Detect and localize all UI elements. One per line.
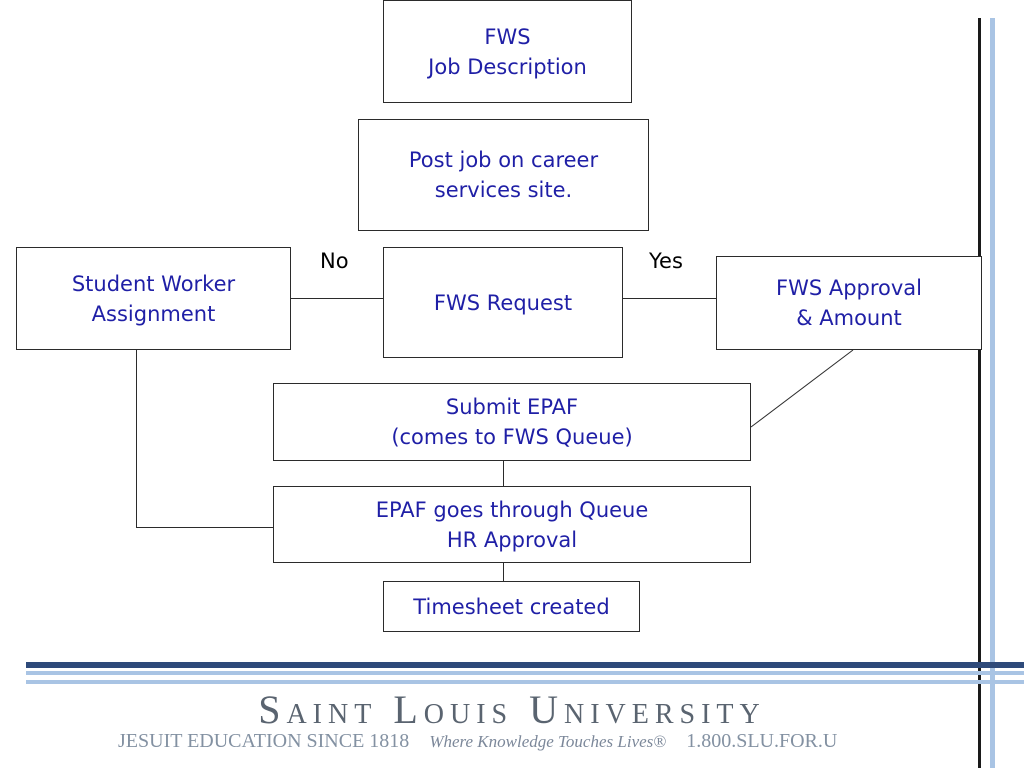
- node-job-description-line2: Job Description: [428, 54, 587, 79]
- node-student-worker-assignment: Student Worker Assignment: [16, 247, 291, 350]
- footer-info: JESUIT EDUCATION SINCE 1818 Where Knowle…: [118, 730, 948, 753]
- node-epaf-queue-line1: EPAF goes through Queue: [375, 497, 649, 522]
- node-post-job-line2: services site.: [434, 178, 573, 202]
- connector-approval-to-epaf: [750, 349, 854, 428]
- right-rule-dark: [978, 18, 981, 768]
- node-post-job: Post job on career services site.: [358, 119, 649, 231]
- footer-phone: 1.800.SLU.FOR.U: [686, 730, 838, 752]
- footer-rule-navy: [26, 662, 1024, 668]
- node-student-worker-line2: Assignment: [91, 301, 216, 326]
- university-name: Saint Louis University: [258, 687, 766, 732]
- node-timesheet-created: Timesheet created: [383, 581, 640, 632]
- node-job-description-line1: FWS: [484, 24, 531, 49]
- node-post-job-line1: Post job on career: [408, 148, 599, 172]
- node-fws-approval: FWS Approval & Amount: [716, 256, 982, 350]
- edge-label-yes: Yes: [649, 249, 683, 273]
- footer-tagline: Where Knowledge Touches Lives®: [429, 732, 667, 751]
- footer-motto: JESUIT EDUCATION SINCE 1818: [118, 730, 410, 752]
- node-timesheet-label: Timesheet created: [413, 594, 610, 619]
- node-job-description: FWS Job Description: [383, 0, 632, 103]
- footer-rule-light-2: [26, 680, 1024, 684]
- connector-yes: [623, 298, 717, 299]
- connector-epaf-to-queue: [503, 461, 504, 486]
- right-rule-blue: [990, 18, 995, 768]
- connector-queue-to-timesheet: [503, 563, 504, 581]
- node-fws-request: FWS Request: [383, 247, 623, 358]
- node-epaf-queue-line2: HR Approval: [446, 527, 578, 552]
- connector-student-to-queue: [136, 527, 274, 528]
- node-submit-epaf-line2: (comes to FWS Queue): [391, 425, 633, 449]
- connector-student-down: [136, 350, 137, 528]
- connector-no: [291, 298, 384, 299]
- node-submit-epaf-line1: Submit EPAF: [445, 395, 579, 419]
- node-epaf-queue: EPAF goes through Queue HR Approval: [273, 486, 751, 563]
- node-fws-request-label: FWS Request: [433, 290, 573, 315]
- node-fws-approval-line1: FWS Approval: [775, 276, 923, 300]
- node-fws-approval-line2: & Amount: [796, 306, 902, 330]
- node-student-worker-line1: Student Worker: [71, 271, 236, 296]
- footer-rule-light-1: [26, 671, 1024, 675]
- edge-label-no: No: [320, 249, 349, 273]
- node-submit-epaf: Submit EPAF (comes to FWS Queue): [273, 383, 751, 461]
